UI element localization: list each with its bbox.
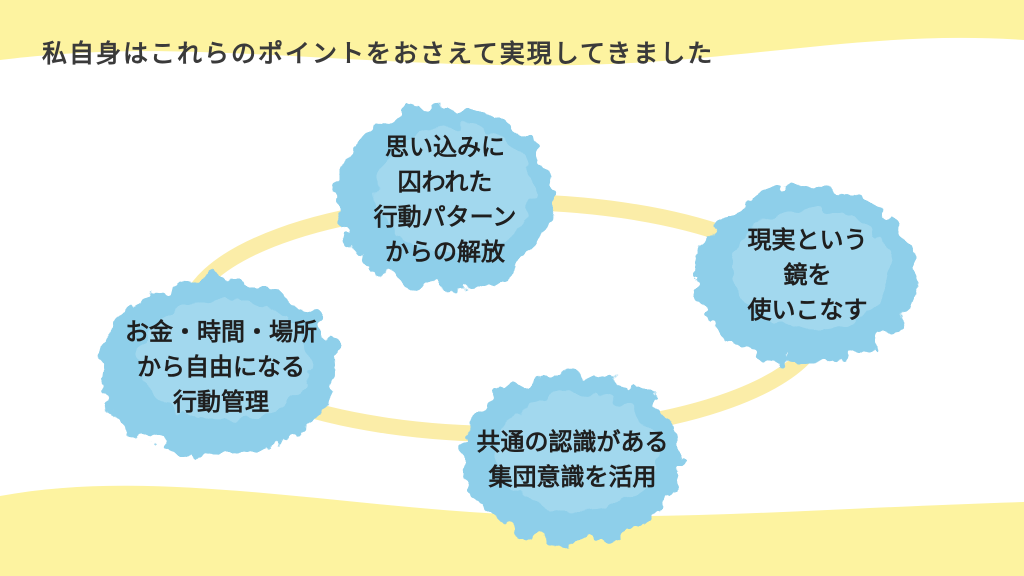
node-top-line: 思い込みに <box>385 133 505 161</box>
cloud-bottom <box>462 374 682 542</box>
node-left-line: 行動管理 <box>173 387 269 416</box>
node-right-line: 使いこなす <box>747 295 868 324</box>
node-right-line: 現実という <box>747 225 868 254</box>
node-bottom: 共通の認識がある 集団意識を活用 <box>455 372 690 547</box>
bottom-wave-band <box>0 485 1024 576</box>
node-bottom-line: 集団意識を活用 <box>488 462 657 491</box>
node-top-line: 囚われた <box>397 168 493 196</box>
node-top-line: からの解放 <box>385 238 505 266</box>
top-wave-band <box>0 0 1024 66</box>
node-bottom-line: 共通の認識がある <box>476 427 669 456</box>
cloud-right <box>696 187 916 363</box>
cloud-top <box>337 106 553 290</box>
node-top: 思い込みに 囚われた 行動パターン からの解放 <box>330 100 560 300</box>
node-left: お金・時間・場所 から自由になる 行動管理 <box>96 272 346 462</box>
cloud-left <box>100 278 336 458</box>
node-right: 現実という 鏡を 使いこなす <box>690 180 925 370</box>
node-left-line: お金・時間・場所 <box>125 317 317 346</box>
node-right-line: 鏡を <box>783 260 832 289</box>
node-left-line: から自由になる <box>137 352 305 381</box>
page-title: 私自身はこれらのポイントをおさえて実現してきました <box>42 39 715 68</box>
node-top-line: 行動パターン <box>373 203 517 231</box>
